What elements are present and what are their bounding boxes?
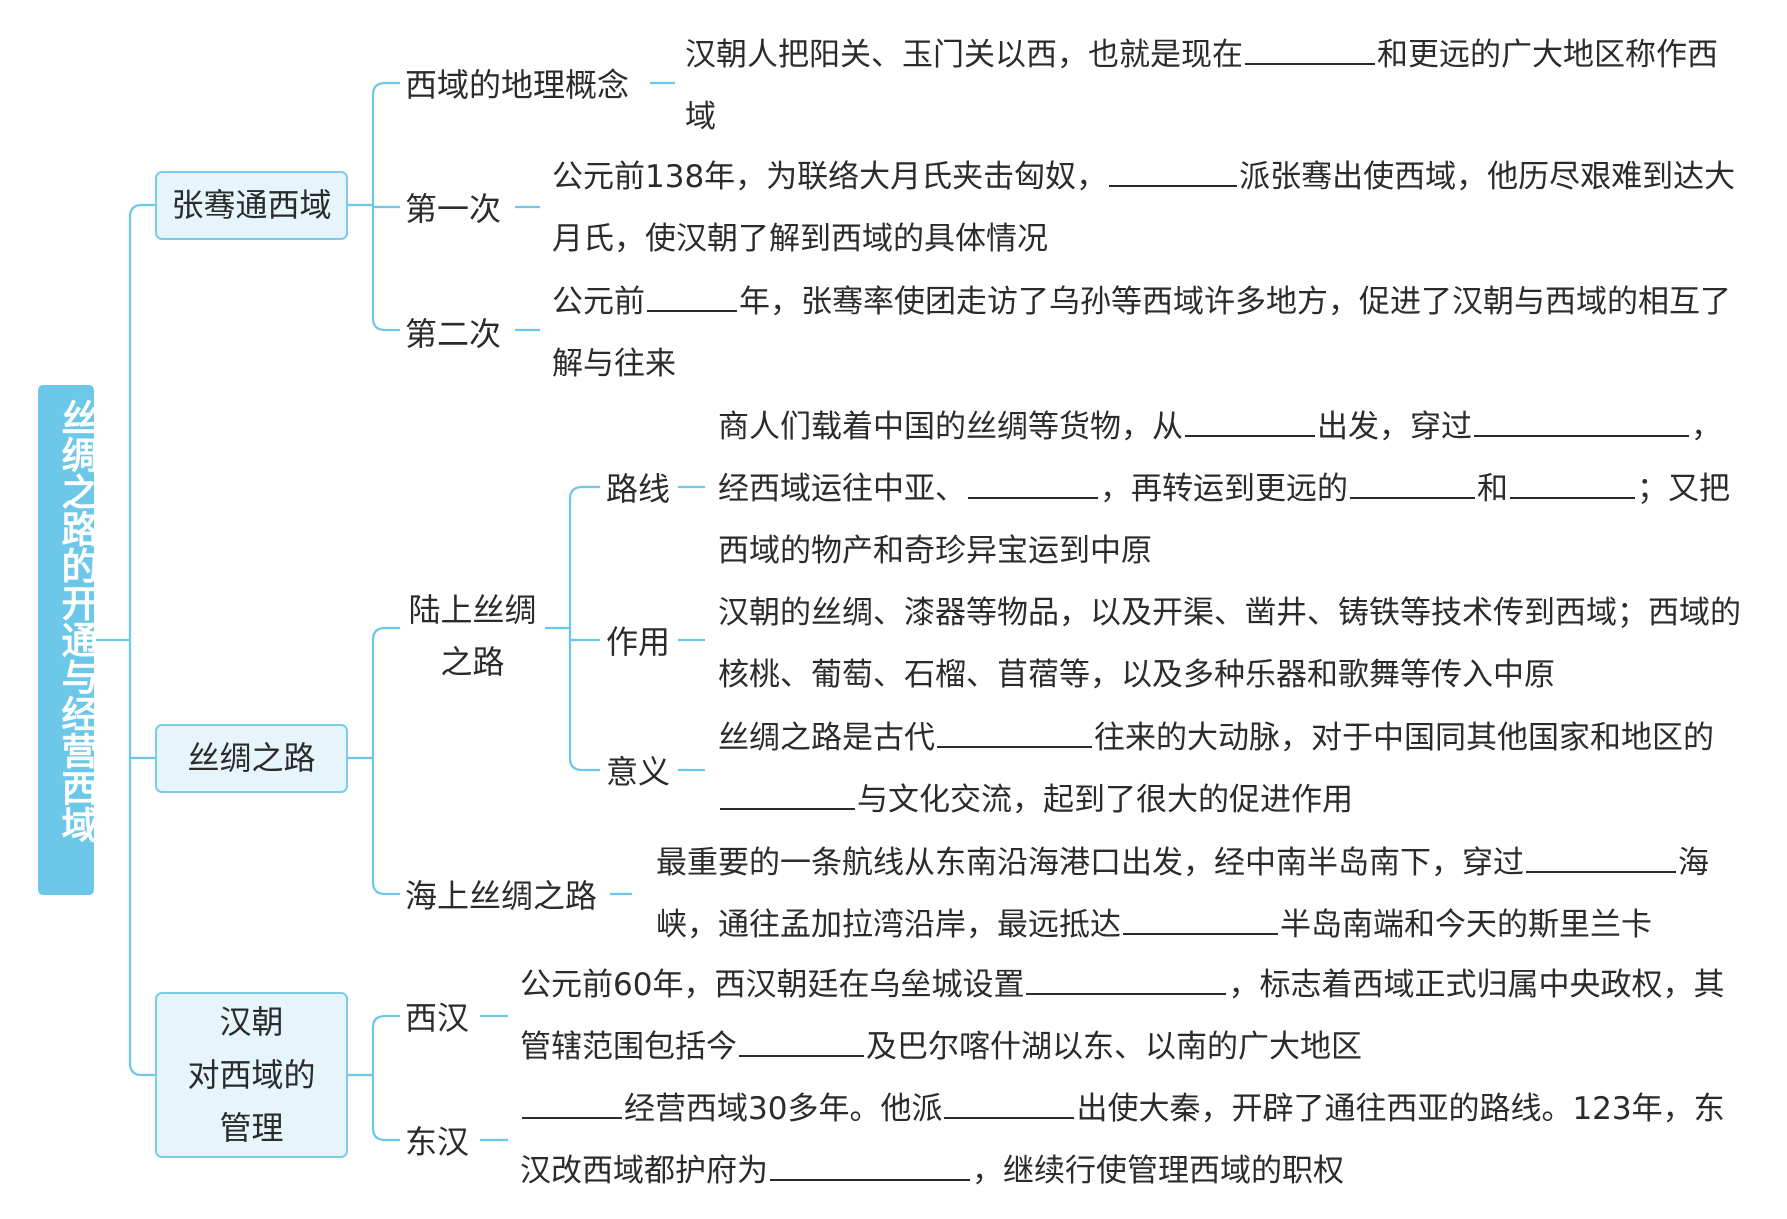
fill-in-blank	[770, 1154, 970, 1181]
text-segment: 和	[1477, 471, 1508, 507]
node-zhangqian: 张骞通西域	[155, 171, 348, 240]
text-east-han: 经营西域30多年。他派出使大秦，开辟了通往西亚的路线。123年，东汉改西域都护府…	[520, 1078, 1745, 1202]
root-title: 丝绸之路的开通与经营西域	[55, 399, 98, 843]
text-first: 公元前138年，为联络大月氏夹击匈奴，派张骞出使西域，他历尽艰难到达大月氏，使汉…	[552, 146, 1745, 270]
text-segment: ，标志着西域正式归属中央政权，其管辖范围包括今	[520, 967, 1725, 1065]
label-sea-silkroad: 海上丝绸之路	[405, 877, 598, 915]
text-segment: 商人们载着中国的丝绸等货物，从	[718, 409, 1183, 445]
text-segment: 与文化交流，起到了很大的促进作用	[857, 782, 1353, 818]
text-segment: 公元前60年，西汉朝廷在乌垒城设置	[520, 967, 1025, 1003]
connector	[371, 626, 386, 896]
text-segment: 公元前	[552, 284, 645, 320]
connector	[371, 1014, 386, 1142]
node-silkroad: 丝绸之路	[155, 724, 348, 793]
connector	[128, 203, 143, 1077]
text-segment: 出发，穿过	[1317, 409, 1472, 445]
node-admin: 汉朝 对西域的 管理	[155, 992, 348, 1158]
label-first: 第一次	[405, 190, 502, 228]
text-segment: 海峡，通往孟加拉湾沿岸，最远抵达	[656, 845, 1709, 943]
label-land-silkroad: 陆上丝绸之路	[408, 591, 537, 681]
text-segment: 半岛南端和今天的斯里兰卡	[1280, 907, 1652, 943]
text-sea: 最重要的一条航线从东南沿海港口出发，经中南半岛南下，穿过海峡，通往孟加拉湾沿岸，…	[656, 832, 1745, 956]
text-segment: 最重要的一条航线从东南沿海港口出发，经中南半岛南下，穿过	[656, 845, 1524, 881]
text-segment: 和更远的广大地区称作西域	[685, 37, 1718, 135]
text-meaning: 丝绸之路是古代 往来的大动脉，对于中国同其他国家和地区的与文化交流，起到了很大的促…	[718, 707, 1745, 831]
text-segment: 丝绸之路是古代	[718, 720, 935, 756]
fill-in-blank	[1123, 908, 1278, 935]
text-segment: 汉朝人把阳关、玉门关以西，也就是现在	[685, 37, 1243, 73]
text-segment: ，继续行使管理西域的职权	[972, 1153, 1344, 1189]
label-geo: 西域的地理概念	[405, 66, 630, 104]
text-segment: 及巴尔喀什湖以东、以南的广大地区	[866, 1029, 1362, 1065]
fill-in-blank	[1109, 160, 1238, 187]
fill-in-blank	[720, 783, 855, 810]
text-segment: 汉朝的丝绸、漆器等物品，以及开渠、凿井、铸铁等技术传到西域；西域的核桃、葡萄、石…	[718, 595, 1741, 693]
fill-in-blank	[1510, 472, 1635, 499]
fill-in-blank	[937, 721, 1092, 748]
text-route: 商人们载着中国的丝绸等货物，从 出发，穿过，经西域运往中亚、，再转运到更远的 和；又…	[718, 396, 1745, 582]
text-second: 公元前年，张骞率使团走访了乌孙等西域许多地方，促进了汉朝与西域的相互了解与往来	[552, 271, 1745, 395]
text-segment: 年，张骞率使团走访了乌孙等西域许多地方，促进了汉朝与西域的相互了解与往来	[552, 284, 1731, 382]
text-segment: ；又把西域的物产和奇珍异宝运到中原	[718, 471, 1730, 569]
label-east-han: 东汉	[405, 1123, 470, 1161]
label-meaning: 意义	[606, 753, 671, 791]
fill-in-blank	[522, 1092, 622, 1119]
label-effect: 作用	[606, 623, 671, 661]
text-segment: 经营西域30多年。他派	[624, 1091, 943, 1127]
text-segment: ，再转运到更远的	[1100, 471, 1348, 507]
node-admin-label: 汉朝 对西域的 管理	[187, 1002, 316, 1147]
label-west-han: 西汉	[405, 999, 470, 1037]
fill-in-blank	[739, 1030, 864, 1057]
text-segment: ，经西域运往中亚、	[718, 409, 1722, 507]
fill-in-blank	[944, 1092, 1075, 1119]
root-node: 丝绸之路的开通与经营西域	[38, 385, 98, 895]
label-second: 第二次	[405, 315, 502, 353]
fill-in-blank	[647, 285, 737, 312]
text-geo: 汉朝人把阳关、玉门关以西，也就是现在和更远的广大地区称作西域	[685, 24, 1745, 148]
text-segment: 往来的大动脉，对于中国同其他国家和地区的	[1094, 720, 1714, 756]
fill-in-blank	[1026, 968, 1227, 995]
text-segment: 公元前138年，为联络大月氏夹击匈奴，	[552, 159, 1108, 195]
connector	[568, 485, 583, 772]
label-route: 路线	[606, 470, 671, 508]
node-zhangqian-label: 张骞通西域	[171, 186, 332, 224]
text-segment: 出使大秦，开辟了通往西亚的路线。123年，东汉改西域都护府为	[520, 1091, 1725, 1189]
node-silkroad-label: 丝绸之路	[187, 739, 316, 777]
fill-in-blank	[1526, 846, 1676, 873]
fill-in-blank	[1185, 410, 1315, 437]
text-segment: 派张骞出使西域，他历尽艰难到达大月氏，使汉朝了解到西域的具体情况	[552, 159, 1736, 257]
text-effect: 汉朝的丝绸、漆器等物品，以及开渠、凿井、铸铁等技术传到西域；西域的核桃、葡萄、石…	[718, 582, 1745, 706]
fill-in-blank	[968, 472, 1098, 499]
fill-in-blank	[1245, 38, 1375, 65]
text-west-han: 公元前60年，西汉朝廷在乌垒城设置，标志着西域正式归属中央政权，其管辖范围包括今…	[520, 954, 1745, 1078]
fill-in-blank	[1350, 472, 1475, 499]
fill-in-blank	[1474, 410, 1689, 437]
